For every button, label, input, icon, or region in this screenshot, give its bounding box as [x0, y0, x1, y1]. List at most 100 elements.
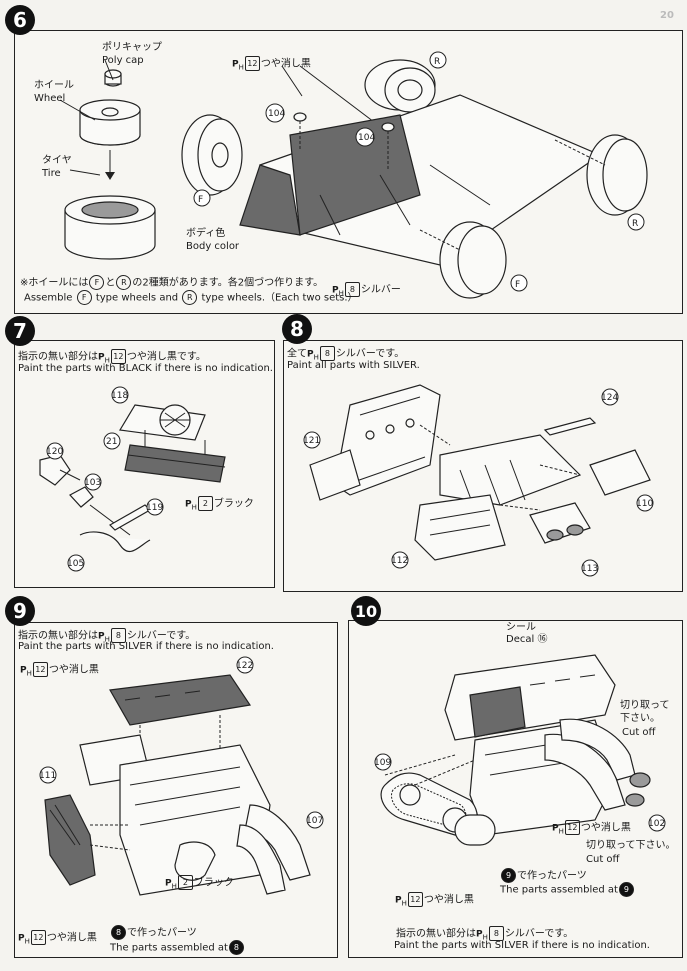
paint-number: 2 [177, 875, 193, 890]
paint-number: 8 [344, 282, 360, 297]
paint-code-prefix: P [552, 823, 559, 834]
tire-label-jp: タイヤ [42, 155, 72, 166]
instr-jp-2: シルバーです。 [126, 630, 196, 642]
paint-name: シルバー [360, 284, 401, 296]
paint-code-prefix: P [307, 349, 314, 360]
paint-code-prefix: P [476, 929, 483, 940]
paint-number: 12 [564, 820, 580, 835]
step10-instruction-en: Paint the parts with SILVER if there is … [394, 940, 650, 951]
instr-jp-2: シルバーです。 [504, 928, 574, 940]
paint-code-prefix: P [165, 878, 172, 889]
paint-number: 12 [407, 892, 423, 907]
paint-code-sub: H [238, 63, 244, 72]
paint-name: つや消し黒 [46, 932, 97, 944]
step7-number: 7 [5, 316, 35, 346]
decal-number: ⑯ [537, 634, 548, 645]
paint-code-prefix: P [185, 499, 192, 510]
part-label-107: 107 [306, 816, 323, 826]
paint-number: 8 [110, 628, 126, 643]
part-label-118: 118 [111, 391, 128, 401]
paint-code-sub: H [338, 289, 344, 298]
note-jp-1: ※ホイールには [20, 277, 89, 289]
wheel-exploded-illustration [64, 69, 156, 260]
body-color-en: Body color [186, 241, 240, 252]
paint-number: 12 [30, 930, 46, 945]
part-label-122: 122 [236, 661, 253, 671]
paint-code-sub: H [482, 933, 488, 942]
paint-code-prefix: P [18, 933, 25, 944]
part-label-102: 102 [648, 819, 665, 829]
paint-number: 12 [110, 349, 126, 364]
wheel-type-r: R [182, 290, 198, 305]
step10-number: 10 [351, 596, 381, 626]
paint-code-sub: H [104, 635, 110, 644]
made-en-text: The parts assembled at [500, 884, 618, 896]
wheel-label-r2: R [632, 219, 638, 229]
wheel-label-en: Wheel [34, 93, 66, 104]
step-ref: 8 [228, 940, 244, 955]
part-label-110: 110 [636, 499, 653, 509]
paint-name: ブラック [213, 498, 254, 510]
leader-lines [59, 59, 383, 176]
step10-illustration: 109 102 [374, 654, 666, 846]
paint-code-prefix: P [232, 59, 239, 70]
paint-name: つや消し黒 [48, 664, 99, 676]
step9-number: 9 [5, 596, 35, 626]
step8-illustration: 124 121 110 112 113 [303, 384, 654, 577]
paint-number: 12 [32, 662, 48, 677]
decal-label-en: Decal ⑯ [506, 634, 547, 646]
wheel-label-jp: ホイール [34, 80, 74, 91]
tire-label-en: Tire [42, 168, 61, 179]
wheel-type-f: F [89, 275, 105, 290]
paint-name: ブラック [193, 877, 234, 889]
step7-illustration: 118 21 120 103 119 105 [39, 386, 226, 572]
step9-instruction-en: Paint the parts with SILVER if there is … [18, 641, 274, 652]
paint-number: 8 [488, 926, 504, 941]
note-en-3: type wheels.（Each two sets.） [201, 292, 358, 304]
step8-number: 8 [282, 314, 312, 344]
paint-number: 12 [244, 56, 260, 71]
wheel-label-f2: F [515, 280, 520, 290]
paint-code-sub: H [401, 899, 407, 908]
instr-jp-1: 指示の無い部分は [18, 630, 98, 642]
part-label-109: 109 [374, 758, 391, 768]
paint-code-sub: H [171, 882, 177, 891]
paint-code-sub: H [558, 827, 564, 836]
paint-code-prefix: P [98, 352, 105, 363]
wheel-type-r: R [116, 275, 132, 290]
step9-illustration: 122 111 107 [39, 656, 324, 896]
paint-code-sub: H [313, 353, 319, 362]
part-label-119: 119 [146, 503, 163, 513]
step7-instruction-en: Paint the parts with BLACK if there is n… [18, 363, 273, 374]
note-en-1: Assemble [24, 292, 73, 304]
polycap-label-jp: ポリキャップ [102, 42, 162, 53]
step6-number: 6 [5, 5, 35, 35]
paint-code-prefix: P [395, 895, 402, 906]
wheel-type-f: F [76, 290, 92, 305]
part-label-112: 112 [391, 556, 408, 566]
note-en-2: type wheels and [95, 292, 179, 304]
cutoff-top-en: Cut off [622, 727, 656, 738]
part-label-21: 21 [106, 437, 117, 447]
body-color-jp: ボディ色 [186, 228, 226, 239]
polycap-label-en: Poly cap [102, 55, 144, 66]
paint-name: つや消し黒 [260, 58, 311, 70]
step6-note-en: Assemble F type wheels and R type wheels… [24, 290, 358, 305]
cutoff-top-jp2: 下さい。 [620, 713, 660, 724]
paint-number: 2 [197, 496, 213, 511]
step-ref: 9 [618, 882, 634, 897]
wheel-label-r1: R [434, 57, 440, 67]
